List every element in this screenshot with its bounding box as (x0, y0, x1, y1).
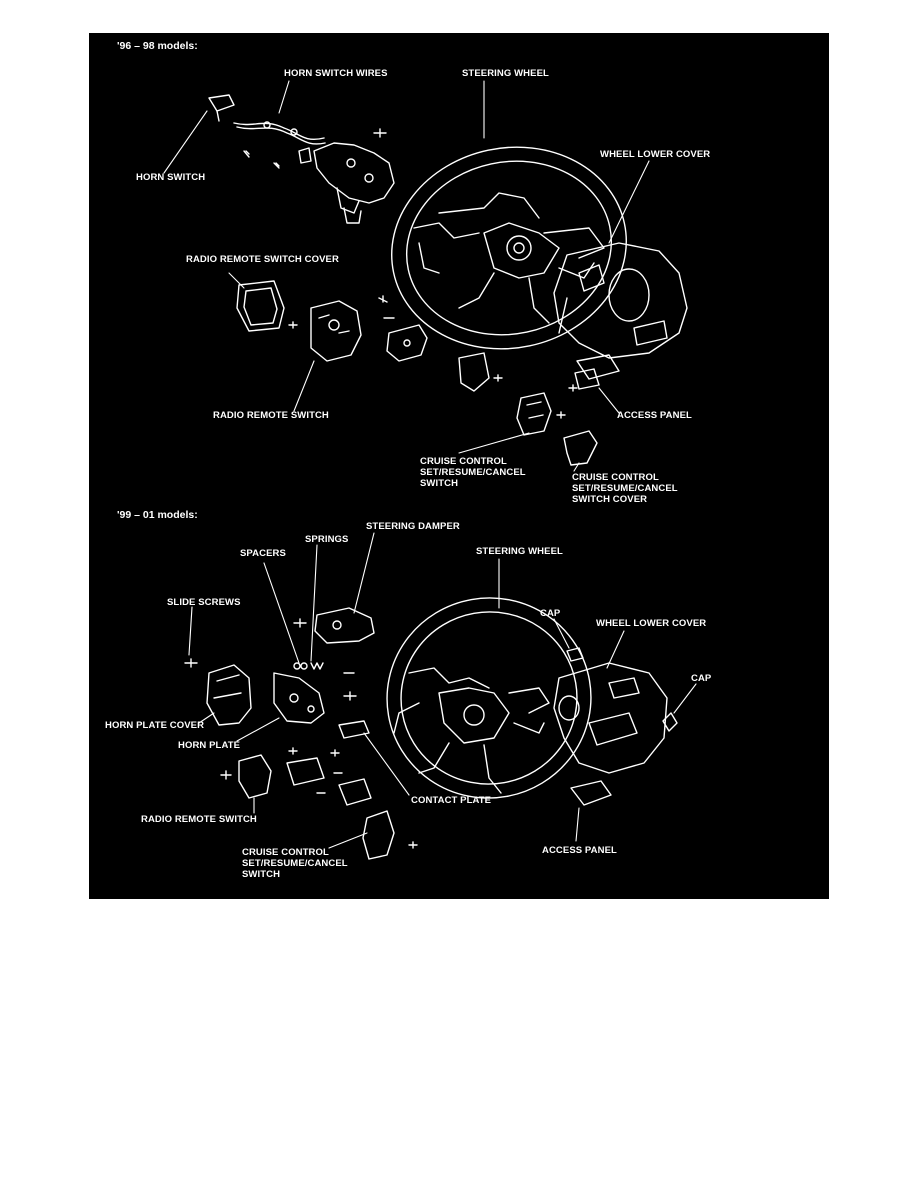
cap-right-part (662, 712, 678, 732)
label-access-panel-top: ACCESS PANEL (617, 410, 692, 421)
label-wheel-lower-cover-top: WHEEL LOWER COVER (600, 149, 711, 160)
steering-wheel-bottom (386, 597, 592, 799)
label-radio-remote-switch-cover: RADIO REMOTE SWITCH COVER (186, 254, 339, 265)
label-cap-right: CAP (691, 673, 712, 684)
wheel-lower-cover-bottom (553, 662, 668, 774)
label-slide-screws: SLIDE SCREWS (167, 597, 241, 608)
label-cruise-switch-bottom: CRUISE CONTROL SET/RESUME/CANCEL SWITCH (242, 847, 348, 880)
cruise-switch-bottom-part (338, 778, 418, 860)
section-heading-96-98: '96 – 98 models: (117, 40, 198, 52)
label-radio-remote-switch-bottom: RADIO REMOTE SWITCH (141, 814, 257, 825)
label-line: SET/RESUME/CANCEL (572, 483, 678, 494)
cruise-switch-cover-top (563, 430, 598, 466)
horn-plate-part (273, 672, 325, 724)
label-contact-plate: CONTACT PLATE (411, 795, 492, 806)
radio-remote-switch-bottom-part (220, 754, 325, 799)
label-line: SET/RESUME/CANCEL (420, 467, 526, 478)
access-panel-bottom (570, 780, 612, 806)
label-spacers: SPACERS (240, 548, 286, 559)
radio-remote-switch-part (288, 300, 362, 362)
label-wheel-lower-cover-bottom: WHEEL LOWER COVER (596, 618, 707, 629)
label-line: SET/RESUME/CANCEL (242, 858, 348, 869)
mid-brackets-top (378, 295, 503, 392)
label-line: CRUISE CONTROL (420, 456, 507, 467)
label-cap-top: CAP (540, 608, 561, 619)
label-line: CRUISE CONTROL (242, 847, 329, 858)
steering-damper-part (293, 607, 375, 644)
label-cruise-switch-cover-top: CRUISE CONTROL SET/RESUME/CANCEL SWITCH … (572, 472, 678, 505)
label-steering-wheel-bottom: STEERING WHEEL (476, 546, 563, 557)
label-line: CRUISE CONTROL (572, 472, 659, 483)
screws-bottom (316, 691, 357, 794)
label-line: SWITCH (242, 869, 281, 880)
label-horn-plate-cover: HORN PLATE COVER (105, 720, 205, 731)
leader-lines-top (163, 80, 650, 472)
section-heading-99-01: '99 – 01 models: (117, 509, 198, 521)
cruise-switch-top (516, 392, 566, 436)
access-panel-top (568, 354, 620, 392)
horn-bracket-part (298, 128, 395, 224)
label-horn-switch: HORN SWITCH (136, 172, 206, 183)
horn-switch-part (208, 94, 235, 122)
spacers-springs-part (293, 662, 355, 674)
horn-switch-wires-part (233, 121, 326, 169)
wheel-lower-cover-top (553, 242, 688, 359)
horn-plate-cover-part (184, 658, 252, 726)
diagram-panel: '96 – 98 models: HORN SWITCH WIRES STEER… (89, 33, 829, 899)
contact-plate-part (288, 720, 370, 757)
label-springs: SPRINGS (305, 534, 349, 545)
label-access-panel-bottom: ACCESS PANEL (542, 845, 617, 856)
label-horn-switch-wires: HORN SWITCH WIRES (284, 68, 388, 79)
label-cruise-switch-top: CRUISE CONTROL SET/RESUME/CANCEL SWITCH (420, 456, 526, 489)
steering-wheel-top (391, 146, 627, 350)
label-steering-wheel-top: STEERING WHEEL (462, 68, 549, 79)
cap-top-part (566, 647, 584, 662)
label-radio-remote-switch-top: RADIO REMOTE SWITCH (213, 410, 329, 421)
label-line: SWITCH (420, 478, 459, 489)
label-steering-damper: STEERING DAMPER (366, 521, 460, 532)
radio-remote-switch-cover-part (236, 280, 285, 332)
leader-lines-bottom (188, 532, 697, 849)
label-line: SWITCH COVER (572, 494, 648, 505)
label-horn-plate: HORN PLATE (178, 740, 241, 751)
exploded-view-drawing (163, 80, 697, 860)
